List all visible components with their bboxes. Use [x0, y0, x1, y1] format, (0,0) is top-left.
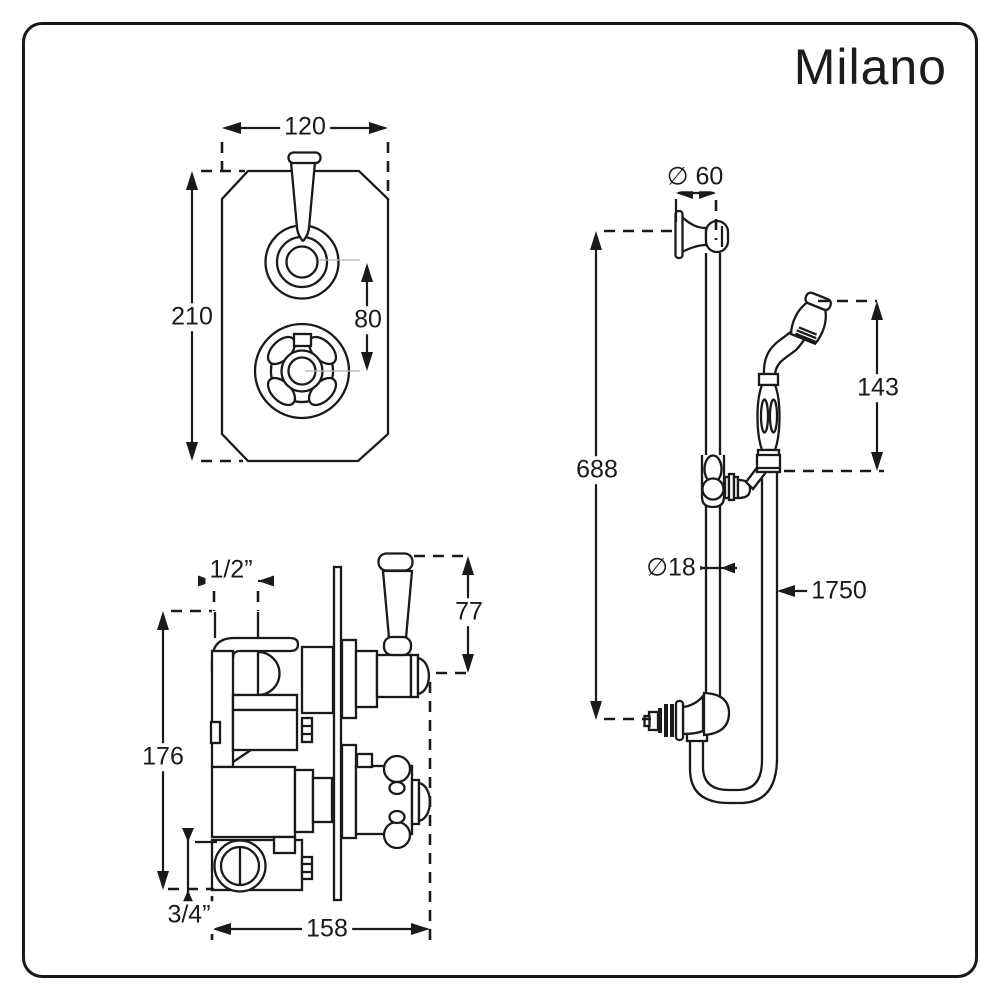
label-rail-dia-18: ∅18	[642, 554, 700, 582]
label-inlet-half-inch: 1/2”	[205, 556, 257, 584]
bottom-wall-bracket	[643, 691, 731, 742]
top-wall-bracket	[674, 209, 730, 260]
handset	[755, 291, 833, 474]
rail-slider	[700, 454, 772, 509]
lever-handle	[287, 151, 322, 242]
valve-front-view	[186, 122, 390, 463]
dim-handle-77	[414, 554, 474, 675]
dim-outlet-three-quarter-inch	[182, 828, 217, 906]
label-handset-143: 143	[853, 374, 903, 402]
handset-holder	[755, 453, 782, 474]
label-width-120: 120	[280, 113, 330, 141]
label-depth-158: 158	[302, 915, 352, 943]
inlet-stub	[213, 612, 260, 638]
label-hose-1750: 1750	[807, 577, 871, 605]
label-bracket-dia-60: ∅ 60	[662, 163, 728, 191]
slide-rail-view	[590, 187, 884, 805]
valve-body	[209, 636, 335, 893]
crosshead-cartridge-side	[340, 743, 432, 850]
handset-head	[789, 291, 833, 346]
lever-cartridge-side	[340, 552, 431, 720]
label-spacing-80: 80	[350, 306, 386, 334]
dim-hose-1750	[777, 585, 812, 597]
label-handle-77: 77	[451, 598, 487, 626]
brand-logo: Milano	[793, 39, 947, 95]
label-body-176: 176	[138, 743, 188, 771]
wall-plate-edge	[332, 565, 343, 902]
handset-collar	[757, 372, 780, 387]
label-rail-688: 688	[572, 456, 622, 484]
shower-hose	[688, 472, 779, 805]
label-height-210: 210	[167, 303, 217, 331]
page-border	[22, 22, 978, 978]
valve-side-view	[157, 552, 474, 940]
crosshead-handle	[253, 322, 351, 420]
label-outlet-three-quarter: 3/4”	[163, 901, 215, 929]
